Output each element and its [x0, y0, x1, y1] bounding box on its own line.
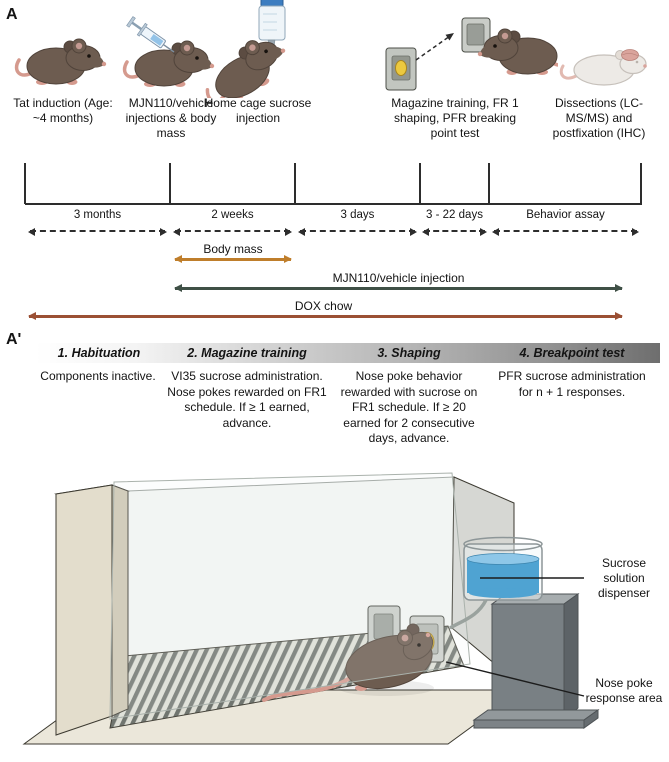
magazine-training-icon	[385, 17, 558, 91]
phase-title-shaping: 3. Shaping	[377, 346, 441, 360]
syringe-icon	[126, 16, 175, 53]
reward-port-icon	[385, 47, 417, 91]
phase-title-breakpoint-test: 4. Breakpoint test	[519, 346, 625, 360]
segment-arrow	[28, 228, 167, 236]
stage-caption-injections: MJN110/vehicle injections & body mass	[125, 96, 217, 141]
mouse-icon	[14, 37, 108, 87]
chamber-left-wall	[54, 484, 130, 736]
nose-poke-area-label: Nose poke response area	[585, 676, 663, 705]
stage-caption-magazine-training: Magazine training, FR 1 shaping, PFR bre…	[391, 96, 519, 141]
phase-title-habituation: 1. Habituation	[57, 346, 141, 360]
stage-caption-tat-induction: Tat induction (Age: ~4 months)	[13, 96, 113, 126]
stage-caption-home-cage: Home cage sucrose injection	[204, 96, 312, 126]
segment-label-2-weeks: 2 weeks	[211, 209, 254, 221]
sucrose-beaker	[463, 536, 543, 601]
segment-label-3-22-days: 3 - 22 days	[426, 209, 483, 221]
nose-poke-leader-line	[445, 661, 585, 697]
phase-desc-breakpoint-test: PFR sucrose administration for n + 1 res…	[498, 369, 646, 399]
body-mass-label: Body mass	[203, 242, 263, 256]
dashed-approach-arrow	[415, 33, 454, 61]
stage-caption-dissections: Dissections (LC-MS/MS) and postfixation …	[552, 96, 646, 141]
timeline-tick	[24, 163, 26, 204]
sucrose-bottle-mouse-icon	[205, 0, 298, 98]
operant-chamber-illustration	[22, 472, 600, 745]
mjn110-injection-label: MJN110/vehicle injection	[332, 271, 465, 285]
phase-desc-magazine-training: VI35 sucrose administration. Nose pokes …	[167, 369, 327, 430]
segment-label-behavior: Behavior assay	[526, 209, 605, 221]
nose-poke-panel-icon	[461, 17, 491, 53]
chamber-front-glass	[109, 472, 471, 720]
phase-desc-shaping: Nose poke behavior rewarded with sucrose…	[340, 369, 478, 446]
dox-chow-label: DOX chow	[294, 299, 353, 313]
segment-arrow	[173, 228, 292, 236]
dispenser-stand	[472, 593, 600, 729]
mjn110-injection-arrow	[174, 284, 623, 292]
segment-arrow	[422, 228, 487, 236]
dispenser-tube	[449, 599, 488, 630]
segment-label-3-days: 3 days	[340, 209, 375, 221]
segment-arrow	[298, 228, 417, 236]
dissection-mouse-icon	[559, 49, 647, 86]
panel-a-prime-label: A'	[6, 331, 22, 348]
timeline-axis	[25, 203, 642, 205]
sucrose-liquid	[467, 559, 539, 598]
phase-title-magazine-training: 2. Magazine training	[187, 346, 307, 360]
mouse-injection-icon	[122, 16, 216, 89]
phase-desc-habituation: Components inactive.	[40, 369, 156, 383]
segment-arrow	[492, 228, 639, 236]
timeline-tick	[640, 163, 642, 204]
timeline-tick	[294, 163, 296, 204]
body-mass-arrow	[174, 255, 292, 263]
timeline-tick	[169, 163, 171, 204]
dox-chow-arrow	[28, 312, 623, 320]
segment-label-3-months: 3 months	[73, 209, 122, 221]
sucrose-dispenser-label: Sucrose solution dispenser	[597, 556, 651, 600]
panel-a-label: A	[6, 6, 18, 23]
phase-header-bar	[35, 343, 660, 363]
timeline-tick	[488, 163, 490, 204]
chamber-mouse	[262, 623, 434, 702]
timeline-tick	[419, 163, 421, 204]
